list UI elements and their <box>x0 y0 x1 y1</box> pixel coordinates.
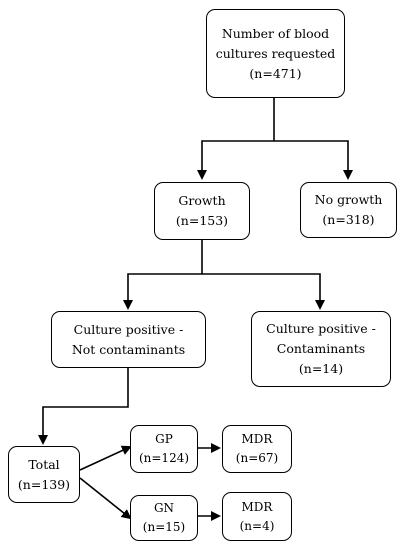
node-growth-count: (n=153) <box>175 213 229 228</box>
node-gn-label: GN <box>153 501 175 515</box>
node-gp-mdr: MDR (n=67) <box>222 425 292 473</box>
node-not-contaminants-line1: Culture positive - <box>73 321 184 337</box>
node-blood-cultures-requested: Number of blood cultures requested (n=47… <box>206 9 345 98</box>
node-contaminants-line2: Contaminants <box>276 341 366 356</box>
node-total-label: Total <box>28 456 60 472</box>
node-total-count: (n=139) <box>17 476 71 492</box>
node-total: Total (n=139) <box>8 446 80 503</box>
node-no-growth-count: (n=318) <box>322 212 375 227</box>
node-culture-positive-contaminants: Culture positive - Contaminants (n=14) <box>251 311 391 387</box>
node-contaminants-line1: Culture positive - <box>266 321 376 336</box>
connector-requested-to-growth <box>197 140 274 180</box>
node-requested-line2: cultures requested <box>215 45 336 61</box>
connector-requested-to-no-growth <box>274 140 353 180</box>
connector-growth-to-not-contaminants <box>123 273 202 310</box>
node-gp-mdr-count: (n=67) <box>235 451 279 465</box>
node-gp-count: (n=124) <box>138 451 190 465</box>
node-gp-label: GP <box>155 432 173 446</box>
node-gn-mdr-label: MDR <box>241 499 273 514</box>
node-gp-mdr-label: MDR <box>241 432 273 446</box>
connector-growth-to-contaminants <box>202 273 325 310</box>
connector-not-contaminants-to-total <box>38 368 129 445</box>
node-gp: GP (n=124) <box>130 425 198 473</box>
node-contaminants-count: (n=14) <box>298 361 344 376</box>
node-requested-line1: Number of blood <box>221 25 330 41</box>
node-gn-mdr-count: (n=4) <box>239 518 275 533</box>
node-growth: Growth (n=153) <box>154 182 250 240</box>
node-no-growth-label: No growth <box>314 192 383 207</box>
connector-total-to-gp <box>79 445 132 471</box>
node-requested-count: (n=471) <box>249 65 302 81</box>
node-gn-count: (n=15) <box>142 520 186 534</box>
node-gn-mdr: MDR (n=4) <box>222 492 292 541</box>
node-gn: GN (n=15) <box>130 495 198 541</box>
node-not-contaminants-line2: Not contaminants <box>71 341 186 357</box>
node-culture-positive-not-contaminants: Culture positive - Not contaminants <box>51 311 206 368</box>
node-growth-label: Growth <box>178 193 226 208</box>
connector-total-to-gn <box>79 477 132 520</box>
node-no-growth: No growth (n=318) <box>300 182 397 238</box>
